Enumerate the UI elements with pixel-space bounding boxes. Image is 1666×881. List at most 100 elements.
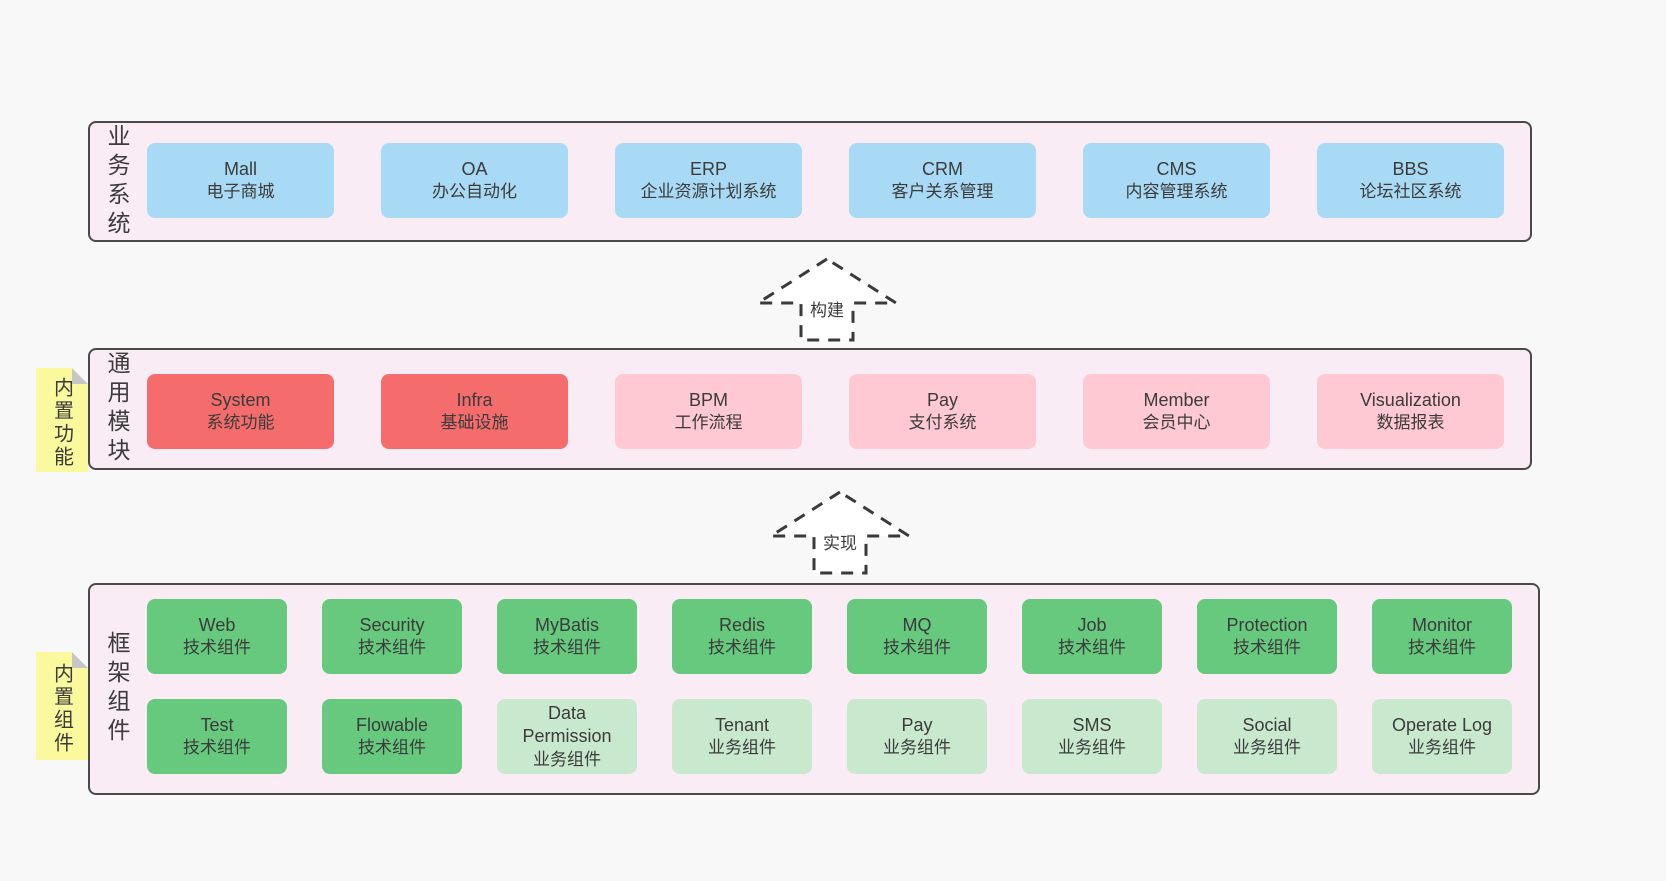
sticky-note-builtin-components: 内置组件 xyxy=(36,652,88,760)
module-name: Monitor xyxy=(1411,614,1473,635)
module-box-web: Web 技术组件 xyxy=(147,599,287,674)
module-name: SMS xyxy=(1072,714,1112,735)
module-name: Protection xyxy=(1226,614,1308,635)
module-desc: 技术组件 xyxy=(883,638,951,658)
module-name: Web xyxy=(198,614,236,635)
module-desc: 电子商城 xyxy=(206,182,275,202)
module-box-bpm: BPM 工作流程 xyxy=(615,374,802,449)
module-box-pay: Pay 支付系统 xyxy=(849,374,1036,449)
module-desc: 业务组件 xyxy=(533,749,601,769)
module-desc: 客户关系管理 xyxy=(891,182,994,202)
module-name: Tenant xyxy=(714,714,770,735)
module-name: Visualization xyxy=(1360,389,1461,410)
band-label-framework-components: 框架组件 xyxy=(104,631,130,747)
arrow-implement: 实现 xyxy=(765,488,915,576)
module-desc: 办公自动化 xyxy=(432,182,517,202)
sticky-note-text: 内置组件 xyxy=(50,663,73,755)
module-desc: 基础设施 xyxy=(440,413,509,433)
module-box-social: Social 业务组件 xyxy=(1197,699,1337,774)
module-desc: 业务组件 xyxy=(1058,738,1126,758)
module-desc: 数据报表 xyxy=(1376,413,1445,433)
arrow-label: 实现 xyxy=(821,528,859,555)
module-name: MQ xyxy=(902,614,932,635)
sticky-note-text: 内置功能 xyxy=(50,377,73,469)
band-label-business-systems: 业务系统 xyxy=(104,123,130,240)
module-desc: 技术组件 xyxy=(1408,638,1476,658)
module-desc: 技术组件 xyxy=(183,638,251,658)
module-name: Redis xyxy=(718,614,766,635)
module-name: Operate Log xyxy=(1391,714,1493,735)
module-name: CMS xyxy=(1156,158,1197,179)
module-box-redis: Redis 技术组件 xyxy=(672,599,812,674)
module-box-tenant: Tenant 业务组件 xyxy=(672,699,812,774)
module-box-mybatis: MyBatis 技术组件 xyxy=(497,599,637,674)
module-box-monitor: Monitor 技术组件 xyxy=(1372,599,1512,674)
module-name: BPM xyxy=(688,389,728,410)
module-desc: 业务组件 xyxy=(708,738,776,758)
module-desc: 技术组件 xyxy=(183,738,251,758)
module-desc: 论坛社区系统 xyxy=(1359,182,1462,202)
module-desc: 技术组件 xyxy=(533,638,601,658)
arrow-build: 构建 xyxy=(752,255,902,343)
module-desc: 业务组件 xyxy=(883,738,951,758)
module-name: OA xyxy=(461,158,488,179)
folded-corner-icon xyxy=(72,652,88,668)
arrow-label: 构建 xyxy=(808,295,846,322)
module-box-bbs: BBS 论坛社区系统 xyxy=(1317,143,1504,218)
module-name: Flowable xyxy=(355,714,429,735)
module-name: Test xyxy=(200,714,234,735)
module-desc: 系统功能 xyxy=(206,413,275,433)
module-name: Mall xyxy=(223,158,257,179)
module-name: Data Permission xyxy=(522,703,612,747)
module-box-mq: MQ 技术组件 xyxy=(847,599,987,674)
module-desc: 工作流程 xyxy=(674,413,743,433)
module-name: Pay xyxy=(926,389,959,410)
module-box-operate-log: Operate Log 业务组件 xyxy=(1372,699,1512,774)
module-box-flowable: Flowable 技术组件 xyxy=(322,699,462,774)
sticky-note-builtin-features: 内置功能 xyxy=(36,368,88,472)
module-desc: 技术组件 xyxy=(1058,638,1126,658)
module-name: Infra xyxy=(456,389,493,410)
module-name: ERP xyxy=(689,158,727,179)
module-box-crm: CRM 客户关系管理 xyxy=(849,143,1036,218)
module-name: Member xyxy=(1143,389,1210,410)
module-box-oa: OA 办公自动化 xyxy=(381,143,568,218)
module-name: BBS xyxy=(1392,158,1429,179)
module-box-visualization: Visualization 数据报表 xyxy=(1317,374,1504,449)
module-name: Social xyxy=(1242,714,1292,735)
module-box-test: Test 技术组件 xyxy=(147,699,287,774)
module-name: MyBatis xyxy=(534,614,599,635)
module-desc: 业务组件 xyxy=(1233,738,1301,758)
module-box-job: Job 技术组件 xyxy=(1022,599,1162,674)
module-box-sms: SMS 业务组件 xyxy=(1022,699,1162,774)
module-box-infra: Infra 基础设施 xyxy=(381,374,568,449)
module-desc: 支付系统 xyxy=(908,413,977,433)
module-name: CRM xyxy=(922,158,963,179)
module-name: Job xyxy=(1077,614,1107,635)
module-desc: 业务组件 xyxy=(1408,738,1476,758)
module-desc: 技术组件 xyxy=(708,638,776,658)
module-box-mall: Mall 电子商城 xyxy=(147,143,334,218)
module-desc: 会员中心 xyxy=(1142,413,1211,433)
module-desc: 技术组件 xyxy=(358,738,426,758)
folded-corner-icon xyxy=(72,368,88,384)
band-label-common-modules: 通用模块 xyxy=(104,351,130,467)
module-name: Security xyxy=(359,614,425,635)
module-box-member: Member 会员中心 xyxy=(1083,374,1270,449)
